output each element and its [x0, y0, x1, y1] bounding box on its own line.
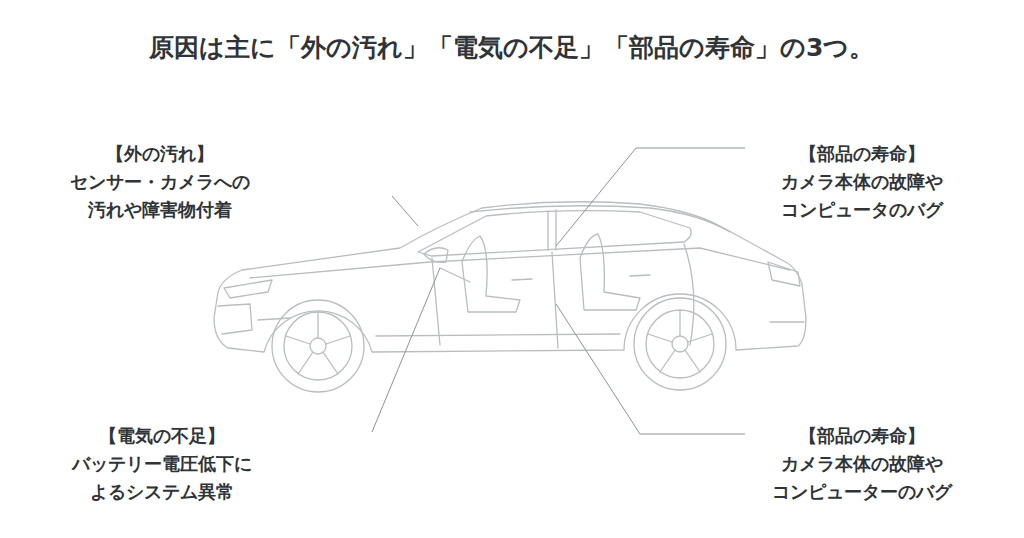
callout-heading: 【電気の不足】 [99, 422, 225, 450]
callout-text: バッテリー電圧低下に よるシステム異常 [37, 450, 287, 506]
leader-line [392, 196, 418, 226]
diagram-title: 原因は主に「外の汚れ」「電気の不足」「部品の寿命」の3つ。 [149, 32, 874, 64]
callout-heading: 【部品の寿命】 [799, 422, 925, 450]
callout-text: カメラ本体の故障や コンピュータのバグ [737, 168, 987, 224]
leader-line [556, 148, 745, 246]
callout-heading: 【部品の寿命】 [799, 140, 925, 168]
leader-line [556, 304, 745, 434]
callout-text: センサー・カメラへの 汚れや障害物付着 [35, 168, 285, 224]
leader-line [372, 268, 440, 432]
callout-heading: 【外の汚れ】 [106, 140, 214, 168]
callout-text: カメラ本体の故障や コンピューターのバグ [737, 450, 987, 506]
